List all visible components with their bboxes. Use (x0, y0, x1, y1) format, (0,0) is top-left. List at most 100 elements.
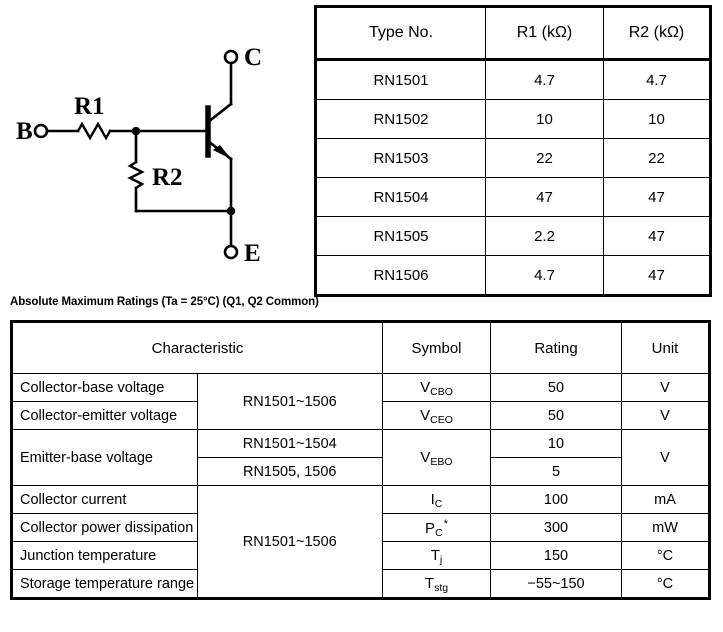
cell-characteristic: Collector current (11, 485, 198, 514)
column-header-type-no: Type No. (315, 6, 486, 61)
cell-type-no: RN1503 (315, 138, 486, 178)
cell-characteristic: Collector-base voltage (11, 373, 198, 402)
cell-r2: 4.7 (603, 59, 711, 100)
table-row: Collector-base voltage RN1501~1506 VCBO … (11, 373, 710, 430)
collector-terminal-circle (223, 49, 239, 65)
cell-unit: V (621, 401, 710, 430)
transistor-schematic-diagram: B C E R1 R2 (0, 0, 310, 292)
r1-label: R1 (74, 93, 105, 120)
cell-unit: mW (621, 513, 710, 542)
symbol-subscript: C (435, 527, 443, 539)
cell-type-no: RN1502 (315, 99, 486, 139)
symbol-base: P (425, 520, 436, 537)
cell-rating: 10 (490, 429, 622, 458)
cell-type-no: RN1501 (315, 59, 486, 100)
symbol-vebo: VEBO (420, 449, 453, 468)
cell-symbol: VCEO (382, 401, 491, 430)
cell-rating: 50 (490, 373, 622, 402)
column-header-symbol: Symbol (382, 321, 491, 374)
emitter-terminal-circle (223, 244, 239, 260)
cell-part-numbers: RN1501~1504 (196, 429, 383, 458)
table-row: RN1502 10 10 (315, 99, 711, 139)
symbol-subscript: j (439, 554, 443, 566)
cell-r1: 47 (485, 177, 604, 217)
cell-unit: V (621, 373, 710, 402)
cell-unit: °C (621, 541, 710, 570)
symbol-vceo: VCEO (420, 407, 453, 426)
resistor-value-table: Type No. R1 (kΩ) R2 (kΩ) RN1501 4.7 4.7 … (314, 5, 712, 297)
cell-characteristic: Storage temperature range (11, 569, 198, 599)
collector-terminal-label: C (244, 44, 262, 71)
cell-rating: 5 (490, 457, 622, 486)
cell-part-numbers: RN1501~1506 (196, 373, 383, 430)
symbol-tj: Tj (430, 547, 443, 566)
symbol-base: V (420, 379, 431, 396)
table-row: Collector-emitter voltage VCEO 50 V (11, 401, 710, 430)
collector-slant-lead (206, 102, 233, 124)
cell-part-numbers: RN1501~1506 (196, 485, 383, 599)
cell-characteristic: Emitter-base voltage (11, 429, 198, 486)
cell-characteristic: Collector-emitter voltage (11, 401, 198, 430)
symbol-vcbo: VCBO (420, 379, 453, 398)
table-row: RN1504 47 47 (315, 177, 711, 217)
symbol-subscript: C (434, 498, 443, 510)
cell-r2: 10 (603, 99, 711, 139)
emitter-arrowhead (213, 145, 231, 159)
symbol-base: I (430, 491, 435, 508)
symbol-pc: PC* (425, 518, 448, 539)
column-header-unit: Unit (621, 321, 710, 374)
column-header-characteristic: Characteristic (11, 321, 383, 374)
table-row: Storage temperature range Tstg −55~150 °… (11, 569, 710, 599)
table-row: Collector current RN1501~1506 IC 100 mA (11, 485, 710, 599)
cell-unit: mA (621, 485, 710, 514)
symbol-subscript: CEO (430, 414, 453, 426)
column-header-rating: Rating (490, 321, 622, 374)
cell-rating: 50 (490, 401, 622, 430)
column-header-r1: R1 (kΩ) (485, 6, 604, 61)
table-row: RN1506 4.7 47 (315, 255, 711, 296)
absolute-maximum-ratings-table: Characteristic Symbol Rating Unit Collec… (10, 320, 711, 600)
table-header-row: Type No. R1 (kΩ) R2 (kΩ) (315, 6, 711, 61)
table-row: Emitter-base voltage RN1501~1504 VEBO 10… (11, 429, 710, 486)
r1-resistor-zigzag (76, 121, 112, 141)
cell-r1: 2.2 (485, 216, 604, 256)
cell-r2: 47 (603, 177, 711, 217)
cell-r1: 22 (485, 138, 604, 178)
symbol-base: T (430, 547, 440, 564)
symbol-subscript: EBO (430, 456, 453, 468)
cell-symbol: PC* (382, 513, 491, 542)
cell-type-no: RN1504 (315, 177, 486, 217)
cell-symbol: IC (382, 485, 491, 514)
symbol-base: T (424, 575, 435, 592)
schematic-svg: B C E R1 R2 (16, 44, 262, 267)
table-row: RN1503 22 22 (315, 138, 711, 178)
table-header-row: Characteristic Symbol Rating Unit (11, 321, 710, 374)
table-row: RN1505 2.2 47 (315, 216, 711, 256)
cell-r2: 22 (603, 138, 711, 178)
symbol-base: V (420, 407, 431, 424)
cell-r2: 47 (603, 216, 711, 256)
cell-type-no: RN1506 (315, 255, 486, 296)
base-junction-dot (131, 126, 141, 136)
cell-unit: °C (621, 569, 710, 599)
cell-symbol: Tstg (382, 569, 491, 599)
absolute-maximum-ratings-container: Characteristic Symbol Rating Unit Collec… (10, 320, 711, 600)
cell-symbol: VCBO (382, 373, 491, 402)
table-row: Collector power dissipation PC* 300 mW (11, 513, 710, 542)
symbol-subscript: stg (434, 582, 449, 594)
symbol-footnote-asterisk: * (443, 518, 448, 530)
base-terminal-circle (33, 123, 49, 139)
cell-rating: 300 (490, 513, 622, 542)
cell-characteristic: Collector power dissipation (11, 513, 198, 542)
emitter-terminal-label: E (244, 240, 261, 267)
table-row: RN1501 4.7 4.7 (315, 59, 711, 100)
cell-rating: 100 (490, 485, 622, 514)
cell-r1: 4.7 (485, 59, 604, 100)
r2-label: R2 (152, 164, 183, 191)
symbol-ic: IC (430, 491, 443, 510)
column-header-r2: R2 (kΩ) (603, 6, 711, 61)
symbol-base: V (420, 449, 431, 466)
symbol-subscript: CBO (430, 386, 453, 398)
symbol-tstg: Tstg (424, 575, 449, 594)
cell-symbol: Tj (382, 541, 491, 570)
